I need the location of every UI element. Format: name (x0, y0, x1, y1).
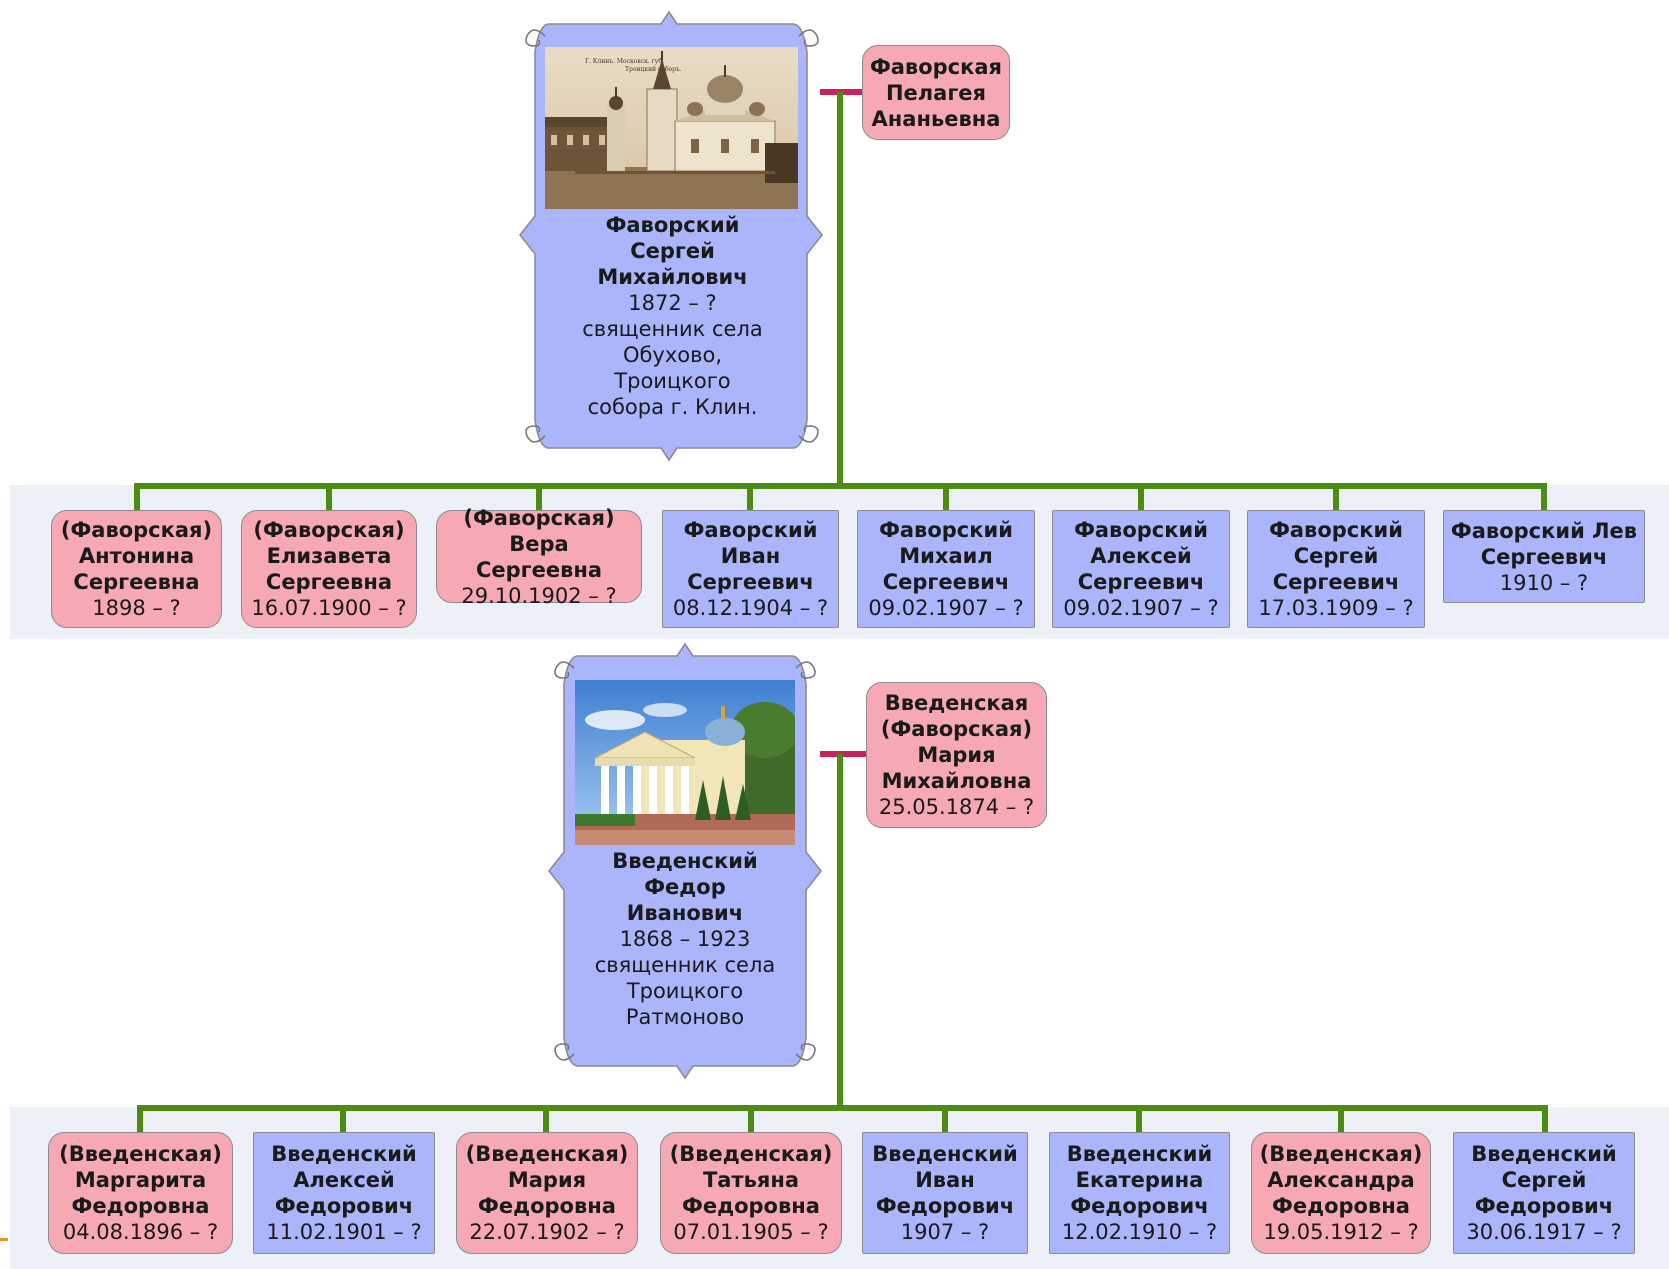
mother-card-vvedenskaya[interactable]: Введенская (Фаворская) Мария Михайловна … (866, 682, 1047, 828)
child-dates: 17.03.1909 – ? (1258, 596, 1414, 620)
father-name: Введенский Федор Иванович (612, 849, 758, 925)
child-dates: 1898 – ? (92, 596, 181, 620)
child-name: Фаворский Иван Сергеевич (683, 518, 818, 594)
child-name: Фаворский Михаил Сергеевич (879, 518, 1013, 594)
child-name: Фаворский Сергей Сергеевич (1269, 518, 1403, 594)
child-dates: 19.05.1912 – ? (1263, 1220, 1419, 1244)
child-name: (Введенская) Маргарита Федоровна (59, 1142, 222, 1218)
child-dates: 04.08.1896 – ? (62, 1220, 219, 1244)
mother-card-favorskaya[interactable]: Фаворская Пелагея Ананьевна (862, 45, 1010, 140)
child-card[interactable]: (Фаворская) Елизавета Сергеевна 16.07.19… (241, 510, 417, 628)
child-dates: 30.06.1917 – ? (1466, 1220, 1622, 1244)
child-card[interactable]: (Фаворская) Вера Сергеевна 29.10.1902 – … (436, 506, 642, 608)
child-name: (Введенская) Александра Федоровна (1259, 1142, 1423, 1218)
child-name: (Введенская) Татьяна Федоровна (669, 1142, 833, 1218)
svg-text:Троицкий соборъ.: Троицкий соборъ. (625, 66, 682, 73)
father-card-vvedensky[interactable]: Введенский Федор Иванович 1868 – 1923 св… (540, 640, 830, 1082)
child-name: Введенский Екатерина Федорович (1066, 1142, 1213, 1218)
child-dates: 29.10.1902 – ? (461, 583, 617, 608)
child-dates: 08.12.1904 – ? (672, 596, 829, 620)
father-name: Фаворский Сергей Михайлович (597, 213, 748, 289)
child-name: (Фаворская) Антонина Сергеевна (60, 518, 213, 594)
child-name: Фаворский Алексей Сергеевич (1074, 518, 1208, 594)
father-dates: 1868 – 1923 (619, 927, 751, 951)
child-name: (Фаворская) Елизавета Сергеевна (253, 518, 405, 594)
church-color-photo (575, 680, 795, 845)
mother-name: Введенская (Фаворская) Мария Михайловна (880, 691, 1033, 793)
child-card[interactable]: Фаворский Михаил Сергеевич 09.02.1907 – … (857, 510, 1035, 628)
child-dates: 1907 – ? (900, 1220, 990, 1244)
edge-marker (0, 1238, 8, 1241)
child-dates: 07.01.1905 – ? (673, 1220, 829, 1244)
child-card[interactable]: (Введенская) Александра Федоровна 19.05.… (1251, 1132, 1431, 1254)
child-card[interactable]: (Введенская) Маргарита Федоровна 04.08.1… (48, 1132, 233, 1254)
child-dates: 11.02.1901 – ? (266, 1220, 422, 1244)
child-dates: 09.02.1907 – ? (1063, 596, 1219, 620)
child-card[interactable]: Фаворский Лев Сергеевич 1910 – ? (1443, 510, 1645, 603)
child-card[interactable]: Введенский Иван Федорович 1907 – ? (862, 1132, 1028, 1254)
sepia-church-photo: Г. Клинъ. Московск. губ. Троицкий соборъ… (545, 47, 798, 209)
father-info: Фаворский Сергей Михайлович 1872 – ? свя… (511, 212, 834, 420)
child-card[interactable]: (Введенская) Мария Федоровна 22.07.1902 … (456, 1132, 638, 1254)
mother-name: Фаворская Пелагея Ананьевна (869, 54, 1003, 131)
father-note: священник села Обухово, Троицкого собора… (582, 317, 763, 419)
child-dates: 22.07.1902 – ? (469, 1220, 625, 1244)
child-card[interactable]: (Введенская) Татьяна Федоровна 07.01.190… (660, 1132, 842, 1254)
father-info: Введенский Федор Иванович 1868 – 1923 св… (540, 848, 830, 1030)
child-dates: 1910 – ? (1499, 570, 1589, 595)
child-card[interactable]: Введенский Екатерина Федорович 12.02.191… (1049, 1132, 1230, 1254)
father-note: священник села Троицкого Ратмоново (594, 953, 776, 1029)
father-dates: 1872 – ? (628, 291, 717, 315)
child-card[interactable]: Фаворский Алексей Сергеевич 09.02.1907 –… (1052, 510, 1230, 628)
child-name: Фаворский Лев Сергеевич (1450, 518, 1638, 569)
child-card[interactable]: Введенский Сергей Федорович 30.06.1917 –… (1453, 1132, 1635, 1254)
child-card[interactable]: Фаворский Сергей Сергеевич 17.03.1909 – … (1247, 510, 1425, 628)
child-name: (Введенская) Мария Федоровна (465, 1142, 629, 1218)
child-dates: 16.07.1900 – ? (251, 596, 407, 620)
svg-text:Г. Клинъ. Московск. губ.: Г. Клинъ. Московск. губ. (585, 58, 664, 65)
child-name: Введенский Иван Федорович (872, 1142, 1018, 1218)
child-card[interactable]: (Фаворская) Антонина Сергеевна 1898 – ? (51, 510, 222, 628)
mother-dates: 25.05.1874 – ? (878, 795, 1035, 819)
child-card[interactable]: Фаворский Иван Сергеевич 08.12.1904 – ? (662, 510, 839, 628)
father-card-favorsky[interactable]: Г. Клинъ. Московск. губ. Троицкий соборъ… (511, 8, 834, 463)
child-name: Введенский Сергей Федорович (1471, 1142, 1617, 1218)
child-dates: 12.02.1910 – ? (1061, 1220, 1218, 1244)
child-dates: 09.02.1907 – ? (868, 596, 1024, 620)
child-name: (Фаворская) Вера Сергеевна (463, 505, 615, 582)
child-name: Введенский Алексей Федорович (271, 1142, 417, 1218)
child-card[interactable]: Введенский Алексей Федорович 11.02.1901 … (253, 1132, 435, 1254)
